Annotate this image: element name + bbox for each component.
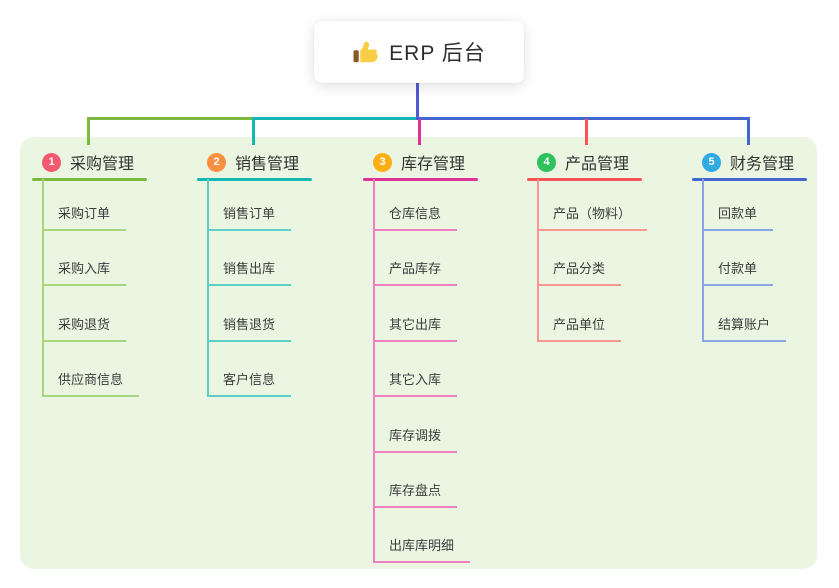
branch-item[interactable]: 付款单 <box>702 259 774 286</box>
branch-item[interactable]: 库存调拨 <box>373 426 458 453</box>
branch-underline <box>527 178 642 181</box>
thumbs-up-icon <box>352 39 379 66</box>
branch-header[interactable]: 1 采购管理 <box>32 145 147 181</box>
branches-panel <box>20 137 817 569</box>
root-stem-connector <box>416 83 419 120</box>
branch-header[interactable]: 4 产品管理 <box>527 145 642 181</box>
branch-trunk-line <box>702 179 704 342</box>
branch-number-badge: 3 <box>373 152 392 172</box>
branch-item[interactable]: 销售订单 <box>207 204 292 231</box>
branch-item[interactable]: 销售出库 <box>207 259 292 286</box>
branch-label: 采购管理 <box>70 156 135 173</box>
branch-header[interactable]: 5 财务管理 <box>692 145 807 181</box>
branch-1: 1 采购管理采购订单采购入库采购退货供应商信息 <box>32 145 147 398</box>
branch-trunk-line <box>537 179 539 342</box>
branch-item[interactable]: 仓库信息 <box>373 204 458 231</box>
root-node[interactable]: ERP 后台 <box>314 21 524 83</box>
branch-item[interactable]: 其它入库 <box>373 370 458 397</box>
connector-bus-segment <box>252 117 418 120</box>
branch-underline <box>363 178 478 181</box>
branch-item[interactable]: 采购订单 <box>42 204 127 231</box>
branch-item[interactable]: 销售退货 <box>207 315 292 342</box>
branch-label: 财务管理 <box>730 156 795 173</box>
branch-number-badge: 1 <box>42 152 61 172</box>
branch-item[interactable]: 其它出库 <box>373 315 458 342</box>
branch-header[interactable]: 3 库存管理 <box>363 145 478 181</box>
branch-item[interactable]: 客户信息 <box>207 370 292 397</box>
branch-item[interactable]: 供应商信息 <box>42 370 140 397</box>
branch-item[interactable]: 产品库存 <box>373 259 458 286</box>
branch-item[interactable]: 出库库明细 <box>373 536 471 563</box>
branch-label: 产品管理 <box>565 156 630 173</box>
branch-item[interactable]: 采购退货 <box>42 315 127 342</box>
root-node-label: ERP 后台 <box>389 42 486 65</box>
connector-bus-segment <box>416 117 750 120</box>
branch-trunk-line <box>207 179 209 398</box>
connector-drop <box>252 117 255 145</box>
connector-drop <box>418 119 421 145</box>
branch-number-badge: 4 <box>537 152 556 172</box>
connector-drop <box>585 119 588 145</box>
branch-label: 销售管理 <box>235 156 300 173</box>
branch-2: 2 销售管理销售订单销售出库销售退货客户信息 <box>197 145 312 398</box>
branch-trunk-line <box>42 179 44 398</box>
branch-item[interactable]: 回款单 <box>702 204 774 231</box>
connector-drop <box>747 117 750 145</box>
branch-5: 5 财务管理回款单付款单结算账户 <box>692 145 807 342</box>
connector-bus-segment <box>87 117 254 120</box>
branch-item[interactable]: 产品（物料） <box>537 204 648 231</box>
connector-drop <box>87 117 90 145</box>
branch-4: 4 产品管理产品（物料） 产品分类产品单位 <box>527 145 648 342</box>
branch-label: 库存管理 <box>401 156 466 173</box>
branch-3: 3 库存管理仓库信息产品库存其它出库其它入库库存调拨库存盘点出库库明细 <box>363 145 478 564</box>
branch-trunk-line <box>373 179 375 564</box>
branch-number-badge: 2 <box>207 152 226 172</box>
branch-item[interactable]: 库存盘点 <box>373 481 458 508</box>
branch-item[interactable]: 采购入库 <box>42 259 127 286</box>
branch-item[interactable]: 结算账户 <box>702 315 787 342</box>
branch-header[interactable]: 2 销售管理 <box>197 145 312 181</box>
branch-underline <box>32 178 147 181</box>
branch-item[interactable]: 产品分类 <box>537 259 622 286</box>
branch-underline <box>197 178 312 181</box>
branch-underline <box>692 178 807 181</box>
branch-number-badge: 5 <box>702 152 721 172</box>
branch-item[interactable]: 产品单位 <box>537 315 622 342</box>
